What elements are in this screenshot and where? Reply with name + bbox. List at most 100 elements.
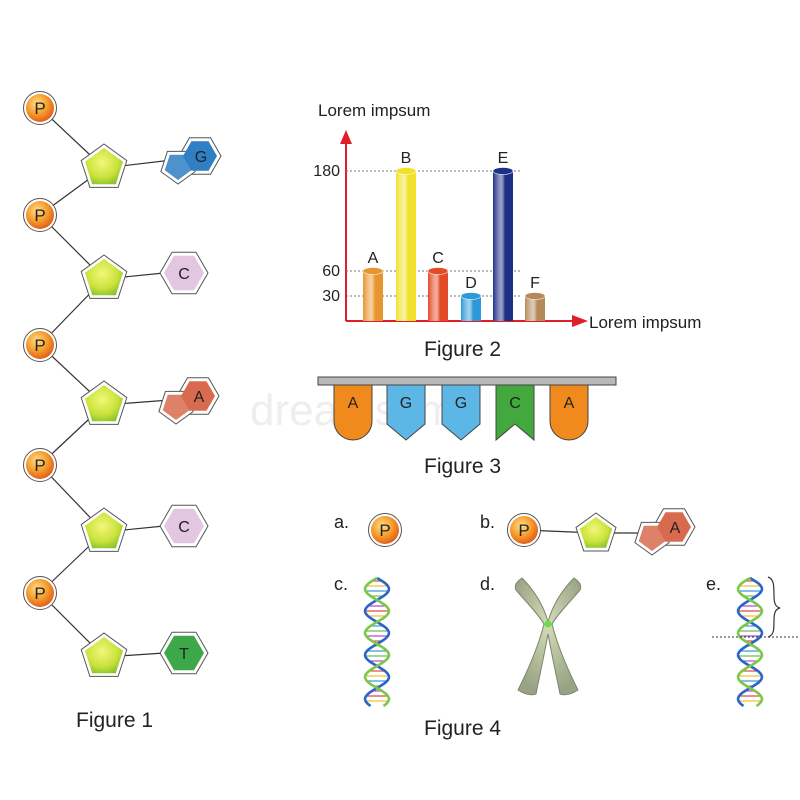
base-tab-shape xyxy=(549,384,589,441)
sugar-pentagon xyxy=(80,632,128,677)
chromosome-icon xyxy=(514,577,582,696)
bar-label: B xyxy=(401,150,412,167)
option-d-label: d. xyxy=(480,574,495,594)
phosphate-label: P xyxy=(34,206,45,225)
base-purine: G xyxy=(160,137,222,185)
sugar-pentagon xyxy=(80,507,128,552)
y-axis-arrow xyxy=(340,130,352,144)
phosphate-label: P xyxy=(34,584,45,603)
option-b-label: b. xyxy=(480,512,495,532)
phosphate-group: P xyxy=(23,198,57,232)
base-label: A xyxy=(194,389,205,406)
bar-label: A xyxy=(368,250,379,267)
base-label: G xyxy=(195,149,207,166)
phosphate-circle xyxy=(510,516,538,544)
phosphate-group: P xyxy=(23,328,57,362)
phosphate-group: P xyxy=(23,91,57,125)
base-shape xyxy=(181,381,215,411)
base-tab-4: A xyxy=(549,384,589,441)
base-label: C xyxy=(178,266,190,283)
bar-shine xyxy=(493,171,513,321)
bar-shine xyxy=(396,171,416,321)
figure-2-caption: Figure 2 xyxy=(424,338,501,361)
y-axis-label: Lorem impsum xyxy=(318,101,430,120)
phosphate-circle xyxy=(26,201,54,229)
base-shape xyxy=(183,141,217,171)
phosphate-group: P xyxy=(23,576,57,610)
bar-D xyxy=(460,292,482,321)
bar-shine xyxy=(461,296,481,321)
sugar-shape xyxy=(579,517,613,548)
bar-label: C xyxy=(432,250,444,267)
dna-helix-icon xyxy=(736,576,764,708)
dna-helix-icon xyxy=(363,576,391,708)
phosphate-circle xyxy=(26,94,54,122)
base-purine: A xyxy=(634,508,696,556)
bar-top xyxy=(395,167,417,175)
bar-label: D xyxy=(465,275,477,292)
figure-4-caption: Figure 4 xyxy=(424,717,501,740)
sugar-backbone-bar xyxy=(317,376,617,386)
base-label: C xyxy=(178,519,190,536)
bar-top xyxy=(492,167,514,175)
base-label: A xyxy=(670,520,681,537)
base-shape xyxy=(162,394,190,420)
phosphate-label: P xyxy=(34,336,45,355)
sugar-shape xyxy=(85,385,123,422)
bar-C xyxy=(427,267,449,321)
phosphate-circle xyxy=(26,451,54,479)
curly-brace xyxy=(767,576,781,638)
figure-1-caption: Figure 1 xyxy=(76,709,153,732)
bar-top xyxy=(524,292,546,300)
bar-E xyxy=(492,167,514,321)
bar-top xyxy=(460,292,482,300)
base-tab-label: G xyxy=(455,395,467,412)
phosphate-label: P xyxy=(34,99,45,118)
base-tab-shape xyxy=(495,384,535,442)
phosphate-label: P xyxy=(34,456,45,475)
base-tab-label: A xyxy=(348,395,359,412)
sugar-pentagon xyxy=(80,143,128,188)
base-tab-shape xyxy=(333,384,373,441)
base-tab-shape xyxy=(386,384,426,441)
phosphate-label: P xyxy=(518,521,529,540)
base-purine: A xyxy=(158,377,220,425)
sugar-pentagon xyxy=(80,254,128,299)
x-axis-arrow xyxy=(572,315,588,327)
base-tab-label: C xyxy=(509,395,521,412)
bar-shine xyxy=(363,271,383,321)
bar-top xyxy=(427,267,449,275)
bar-shine xyxy=(525,296,545,321)
phosphate-group: P xyxy=(368,513,402,547)
centromere-dot xyxy=(544,620,552,628)
helix-strand xyxy=(363,576,391,708)
option-e-label: e. xyxy=(706,574,721,594)
option-c-label: c. xyxy=(334,574,348,594)
base-tab-label: G xyxy=(400,395,412,412)
phosphate-circle xyxy=(371,516,399,544)
bar-A xyxy=(362,267,384,321)
bar-label: E xyxy=(498,150,509,167)
phosphate-label: P xyxy=(379,521,390,540)
base-shape xyxy=(164,255,204,291)
figure-1-dna-strand: P G P C P A P C P T xyxy=(23,91,222,677)
sugar-shape xyxy=(85,148,123,185)
bar-F xyxy=(524,292,546,321)
base-label: T xyxy=(179,646,189,663)
base-shape xyxy=(638,525,666,551)
base-shape xyxy=(164,508,204,544)
y-tick-label: 180 xyxy=(313,163,340,180)
sugar-pentagon xyxy=(80,380,128,425)
option-a-label: a. xyxy=(334,512,349,532)
base-hexagon: T xyxy=(159,631,209,675)
sugar-shape xyxy=(85,512,123,549)
bar-B xyxy=(395,167,417,321)
phosphate-group: P xyxy=(507,513,541,547)
sugar-shape xyxy=(85,259,123,296)
helix-strand xyxy=(736,576,764,708)
base-shape xyxy=(164,154,192,180)
